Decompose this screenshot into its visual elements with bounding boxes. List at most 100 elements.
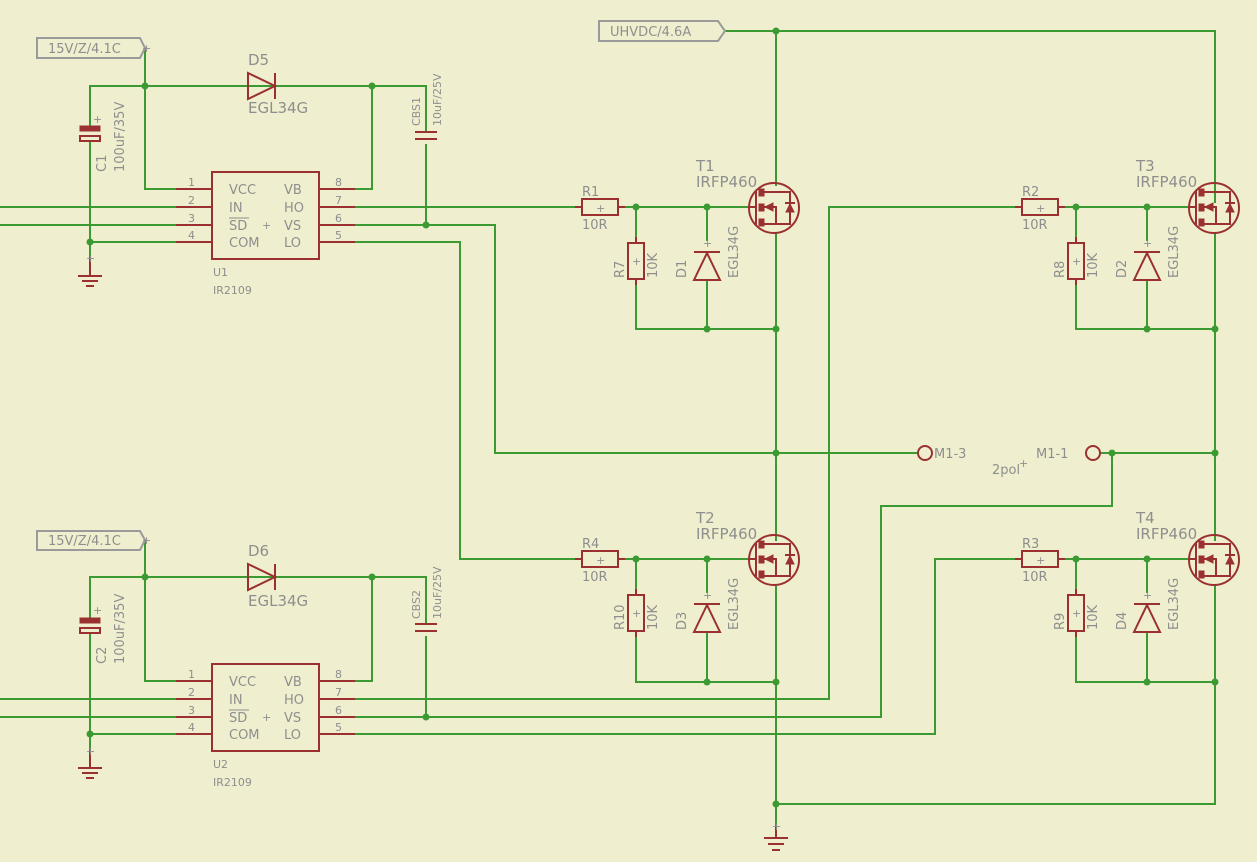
svg-text:IN: IN <box>229 201 243 216</box>
svg-text:EGL34G: EGL34G <box>1167 226 1182 278</box>
resistor-r3: + R3 10R <box>1015 537 1065 585</box>
svg-text:IRFP460: IRFP460 <box>696 525 757 543</box>
svg-text:+: + <box>142 534 151 547</box>
svg-text:5: 5 <box>335 229 342 242</box>
connector-pin-3-label: M1-3 <box>934 447 966 462</box>
connector-m1: M1-3 M1-1 2pol + <box>917 445 1101 478</box>
svg-text:+: + <box>703 237 712 250</box>
capacitor-c1: + C1 100uF/35V <box>79 102 128 172</box>
resistor-r2: + R2 10R <box>1015 185 1065 233</box>
junction-dots <box>86 27 1219 808</box>
svg-text:SD: SD <box>229 711 247 726</box>
supply-label-top: 15V/Z/4.1C + <box>36 37 151 59</box>
svg-text:LO: LO <box>284 728 301 743</box>
supply-label-top-text: 15V/Z/4.1C <box>48 42 121 57</box>
svg-text:3: 3 <box>188 704 195 717</box>
supply-label-hv-text: UHVDC/4.6A <box>610 25 691 40</box>
svg-text:8: 8 <box>335 176 342 189</box>
svg-text:+: + <box>86 252 95 265</box>
svg-text:LO: LO <box>284 236 301 251</box>
resistor-r7: + R7 10K <box>613 237 661 285</box>
diode-d2: + D2 EGL34G <box>1115 226 1182 281</box>
svg-text:6: 6 <box>335 212 342 225</box>
svg-text:100uF/35V: 100uF/35V <box>113 594 128 664</box>
svg-text:+: + <box>596 554 605 567</box>
driver-ic-u2: 1 2 3 4 8 7 6 5 VCC IN SD COM VB HO VS L… <box>176 663 355 789</box>
svg-text:VCC: VCC <box>229 183 256 198</box>
svg-text:D1: D1 <box>675 260 690 278</box>
svg-text:U1: U1 <box>213 266 228 279</box>
ground-symbol-u2: + <box>78 745 102 779</box>
svg-text:2: 2 <box>188 686 195 699</box>
svg-text:+: + <box>1036 202 1045 215</box>
svg-text:+: + <box>86 745 95 758</box>
svg-text:8: 8 <box>335 668 342 681</box>
svg-text:+: + <box>262 219 271 232</box>
svg-text:10K: 10K <box>646 604 661 630</box>
svg-text:U2: U2 <box>213 758 228 771</box>
svg-text:HO: HO <box>284 693 304 708</box>
svg-text:IR2109: IR2109 <box>213 776 252 789</box>
svg-text:10uF/25V: 10uF/25V <box>431 73 444 126</box>
svg-text:COM: COM <box>229 236 260 251</box>
svg-text:R7: R7 <box>613 261 628 278</box>
ground-symbol-hv: + <box>764 820 788 851</box>
svg-text:IRFP460: IRFP460 <box>1136 173 1197 191</box>
svg-text:IR2109: IR2109 <box>213 284 252 297</box>
svg-text:T3: T3 <box>1135 157 1155 175</box>
svg-text:10K: 10K <box>1086 252 1101 278</box>
svg-text:R1: R1 <box>582 185 599 200</box>
diode-d4: + D4 EGL34G <box>1115 578 1182 633</box>
svg-text:+: + <box>596 202 605 215</box>
resistor-r1: + R1 10R <box>575 185 625 233</box>
svg-text:T4: T4 <box>1135 509 1155 527</box>
svg-text:D3: D3 <box>675 612 690 630</box>
svg-text:R10: R10 <box>613 604 628 630</box>
svg-text:D2: D2 <box>1115 260 1130 278</box>
svg-text:IRFP460: IRFP460 <box>1136 525 1197 543</box>
svg-text:10K: 10K <box>646 252 661 278</box>
svg-text:C1: C1 <box>95 155 110 172</box>
svg-text:R3: R3 <box>1022 537 1039 552</box>
svg-text:10R: 10R <box>1022 218 1048 233</box>
resistor-r9: + R9 10K <box>1053 589 1101 637</box>
svg-text:4: 4 <box>188 721 195 734</box>
diode-d1: + D1 EGL34G <box>675 226 742 281</box>
svg-text:+: + <box>632 607 641 620</box>
svg-text:VB: VB <box>284 675 302 690</box>
svg-text:1: 1 <box>188 668 195 681</box>
mosfet-t3: T3 IRFP460 <box>1135 157 1240 234</box>
svg-text:D4: D4 <box>1115 612 1130 630</box>
svg-text:R4: R4 <box>582 537 599 552</box>
resistor-r8: + R8 10K <box>1053 237 1101 285</box>
svg-text:IN: IN <box>229 693 243 708</box>
svg-text:+: + <box>1143 237 1152 250</box>
svg-text:R9: R9 <box>1053 613 1068 630</box>
svg-text:R2: R2 <box>1022 185 1039 200</box>
driver-ic-u1: 1 2 3 4 8 7 6 5 VCC IN SD COM VB HO VS L… <box>176 171 355 297</box>
svg-text:+: + <box>142 42 151 55</box>
svg-text:EGL34G: EGL34G <box>1167 578 1182 630</box>
capacitor-cbs2: CBS2 10uF/25V <box>410 566 444 632</box>
svg-text:VS: VS <box>284 711 301 726</box>
svg-text:T1: T1 <box>695 157 715 175</box>
svg-text:+: + <box>772 820 781 833</box>
svg-text:+: + <box>93 113 102 126</box>
svg-text:EGL34G: EGL34G <box>248 592 308 610</box>
svg-text:7: 7 <box>335 686 342 699</box>
svg-text:HO: HO <box>284 201 304 216</box>
svg-text:COM: COM <box>229 728 260 743</box>
svg-text:+: + <box>1143 589 1152 602</box>
wires <box>0 30 1216 835</box>
svg-text:4: 4 <box>188 229 195 242</box>
svg-text:+: + <box>703 589 712 602</box>
svg-text:7: 7 <box>335 194 342 207</box>
svg-text:IRFP460: IRFP460 <box>696 173 757 191</box>
supply-label-hv: UHVDC/4.6A <box>598 20 727 42</box>
diode-d5: D5 EGL34G <box>239 51 308 117</box>
mosfet-t2: T2 IRFP460 <box>695 509 800 586</box>
svg-text:10K: 10K <box>1086 604 1101 630</box>
resistor-r10: + R10 10K <box>613 589 661 637</box>
svg-text:EGL34G: EGL34G <box>727 226 742 278</box>
